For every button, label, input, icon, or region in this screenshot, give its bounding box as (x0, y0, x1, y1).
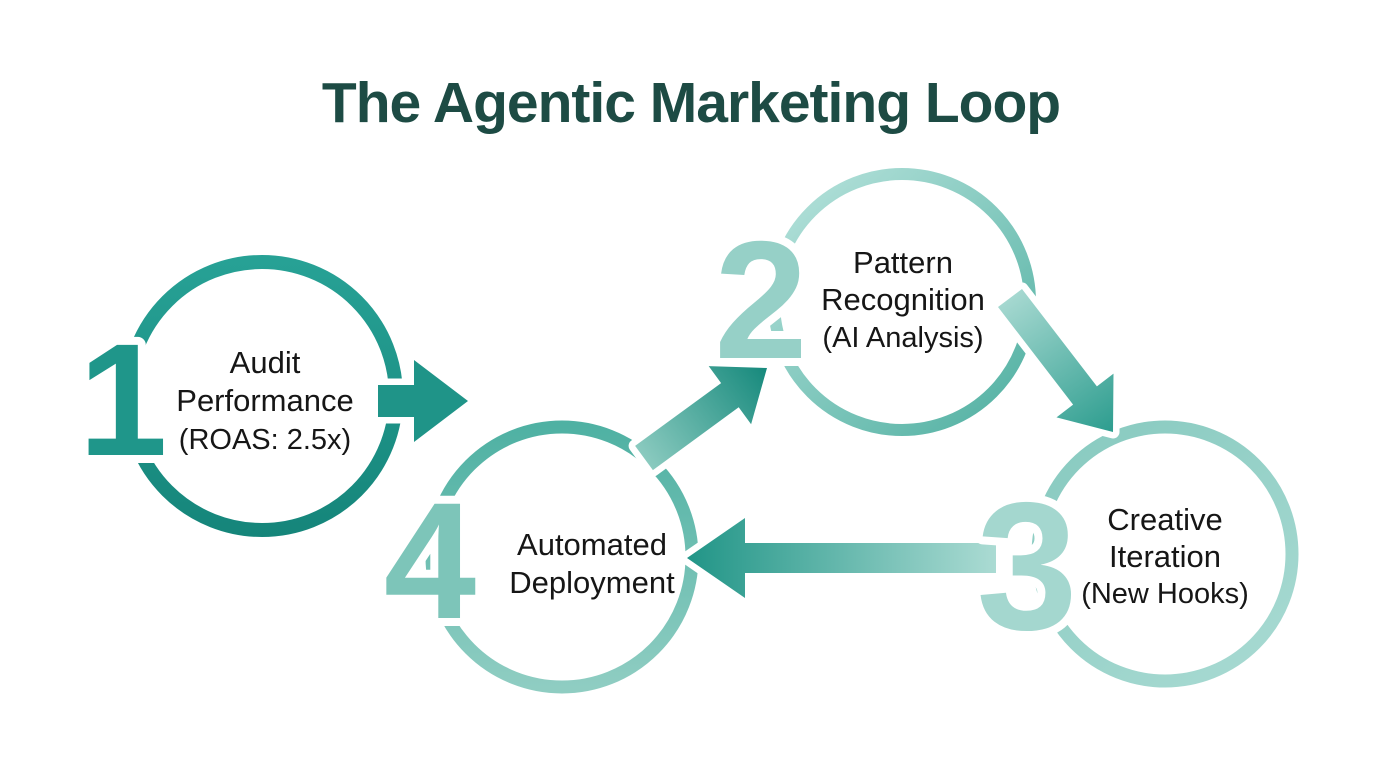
step-2-label-line-2: Recognition (821, 282, 985, 317)
step-4-label-line-1: Automated (517, 527, 667, 562)
step-3-label: Creative Iteration (New Hooks) (1081, 502, 1249, 610)
step-3-circle (1031, 420, 1299, 688)
step-4-label: Automated Deployment (509, 527, 675, 600)
step-1-number: 1 (79, 310, 168, 489)
arrow-step2-to-step3 (991, 282, 1120, 439)
arrow-step4-to-step2 (628, 359, 774, 477)
arrow-step3-to-step4 (680, 511, 1003, 605)
arrow-step1-right (371, 353, 475, 449)
step-1-label: Audit Performance (ROAS: 2.5x) (176, 345, 353, 456)
step-3-number: 3 (976, 464, 1077, 668)
step-1-label-line-3: (ROAS: 2.5x) (179, 424, 351, 456)
diagram-title: The Agentic Marketing Loop (322, 71, 1060, 135)
step-2-number: 2 (714, 206, 807, 394)
step-2-label-line-3: (AI Analysis) (822, 322, 983, 354)
step-3-label-line-3: (New Hooks) (1081, 578, 1249, 610)
step-2-label-line-1: Pattern (853, 245, 953, 280)
step-4-number: 4 (384, 469, 476, 654)
step-1-label-line-1: Audit (230, 345, 301, 380)
step-3-label-line-2: Iteration (1109, 539, 1221, 574)
step-2-label: Pattern Recognition (AI Analysis) (821, 245, 985, 354)
step-4-label-line-2: Deployment (509, 565, 675, 600)
step-3-label-line-1: Creative (1107, 502, 1222, 537)
step-1-label-line-2: Performance (176, 383, 353, 418)
